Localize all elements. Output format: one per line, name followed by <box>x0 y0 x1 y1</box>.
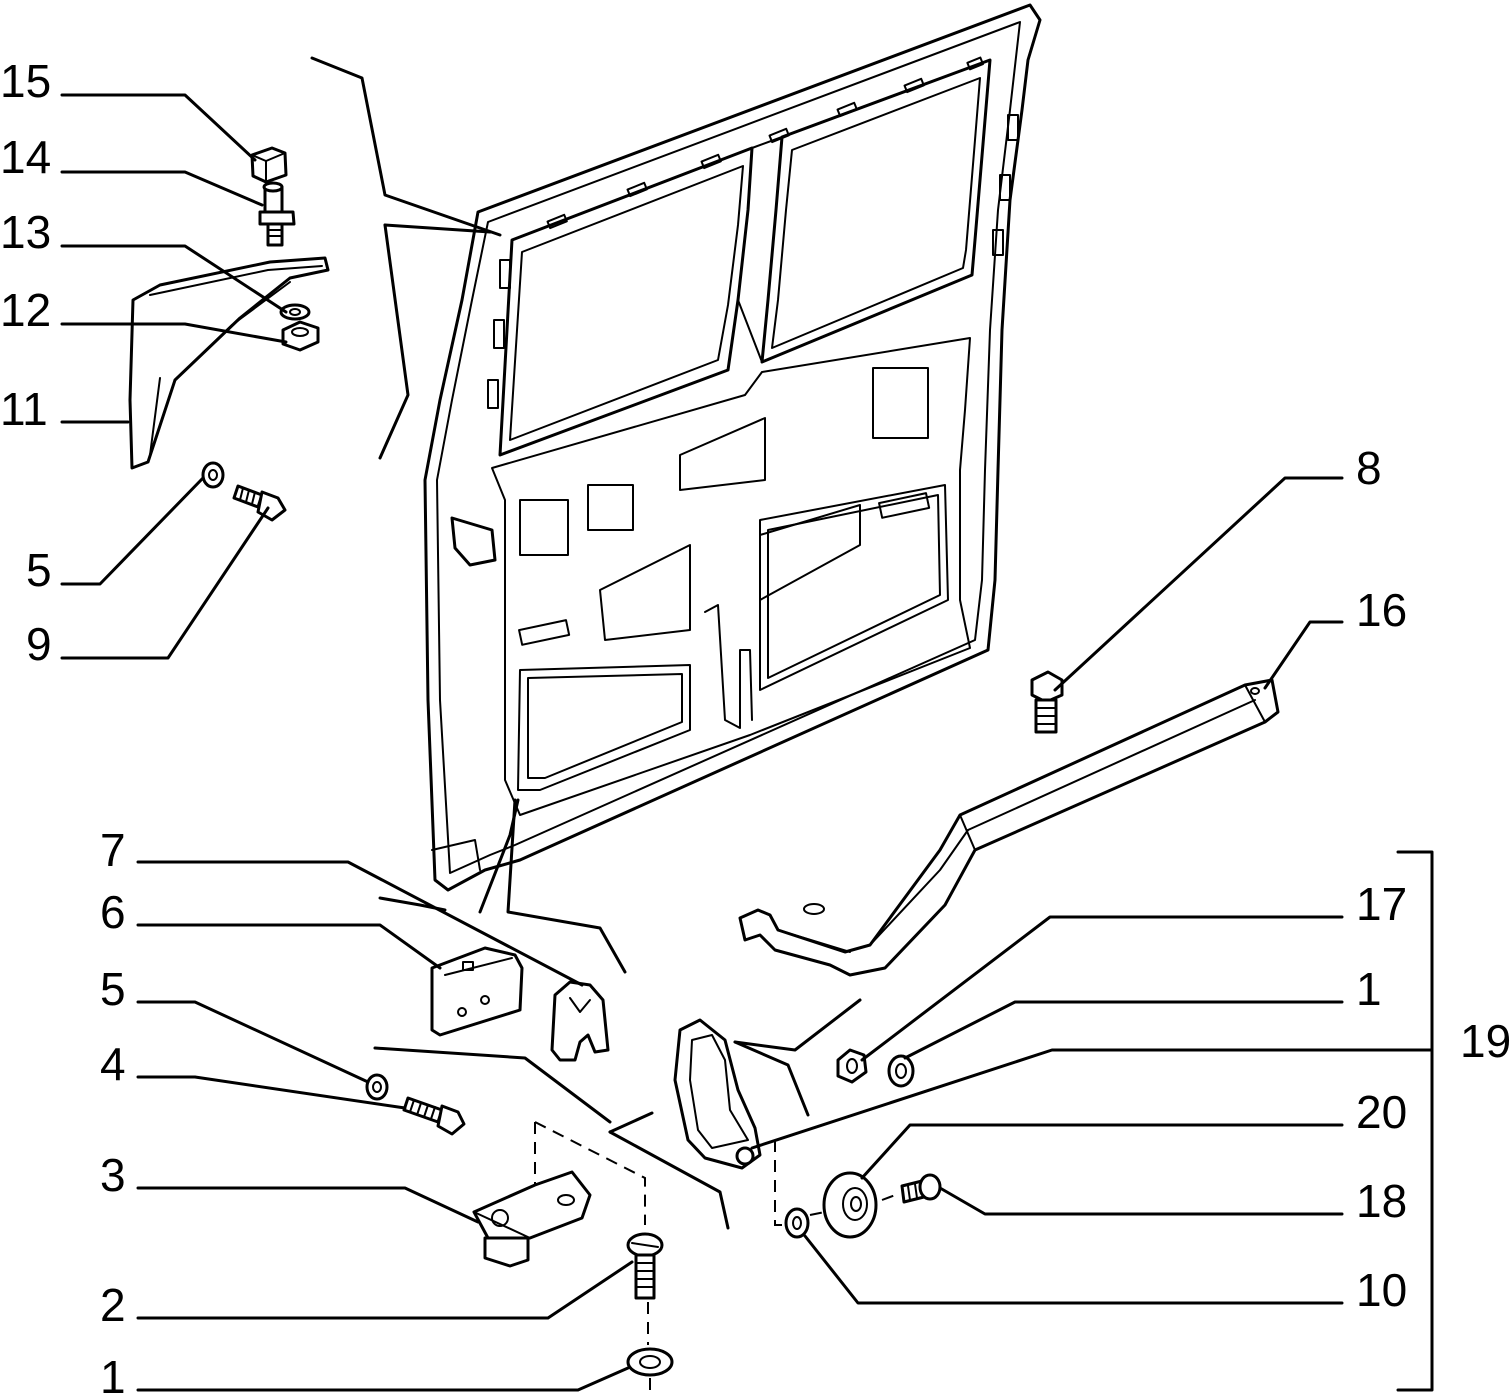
label-20: 20 <box>1356 1086 1407 1138</box>
label-17: 17 <box>1356 878 1407 930</box>
washer-5-lower <box>365 1073 389 1101</box>
label-7: 7 <box>100 824 126 876</box>
nut-12 <box>281 320 320 352</box>
washer-13 <box>279 303 311 321</box>
label-5-lower: 5 <box>100 963 126 1015</box>
hinge-roller-3 <box>472 1170 592 1268</box>
label-5-top: 5 <box>26 544 52 596</box>
label-8: 8 <box>1356 442 1382 494</box>
label-9: 9 <box>26 618 52 670</box>
washer-10 <box>784 1207 810 1239</box>
bracket-6 <box>430 946 524 1037</box>
bracket-11 <box>128 256 330 470</box>
label-1-bottom: 1 <box>100 1351 126 1395</box>
washer-5-top <box>201 461 225 489</box>
label-4: 4 <box>100 1038 126 1090</box>
label-11: 11 <box>0 383 48 435</box>
roller-arm-19 <box>673 1018 762 1170</box>
split-washer-1-bottom <box>626 1347 674 1377</box>
label-6: 6 <box>100 886 126 938</box>
leader-lines <box>60 93 1434 1392</box>
bolt-4 <box>402 1096 466 1136</box>
roller-wheel-20 <box>822 1171 878 1239</box>
bolt-9 <box>232 484 287 522</box>
label-14: 14 <box>0 131 51 183</box>
label-15: 15 <box>0 55 51 107</box>
nut-17 <box>836 1048 868 1084</box>
door-panel <box>423 3 1042 892</box>
label-18: 18 <box>1356 1175 1407 1227</box>
hinge-cap-15 <box>250 146 288 184</box>
hinge-pin-14 <box>258 181 296 247</box>
label-2: 2 <box>100 1279 126 1331</box>
bolt-2 <box>626 1232 664 1300</box>
label-1-right: 1 <box>1356 963 1382 1015</box>
pin-18 <box>900 1173 942 1204</box>
label-16: 16 <box>1356 584 1407 636</box>
bolt-8 <box>1030 670 1064 734</box>
guide-7 <box>550 980 610 1062</box>
split-washer-1-right <box>887 1054 915 1088</box>
part-labels: 15 14 13 12 11 5 9 8 16 7 6 5 4 3 2 1 17… <box>0 55 1511 1395</box>
label-13: 13 <box>0 206 51 258</box>
label-19: 19 <box>1460 1015 1511 1067</box>
rail-16 <box>738 678 1280 977</box>
label-10: 10 <box>1356 1264 1407 1316</box>
label-3: 3 <box>100 1149 126 1201</box>
label-12: 12 <box>0 284 51 336</box>
